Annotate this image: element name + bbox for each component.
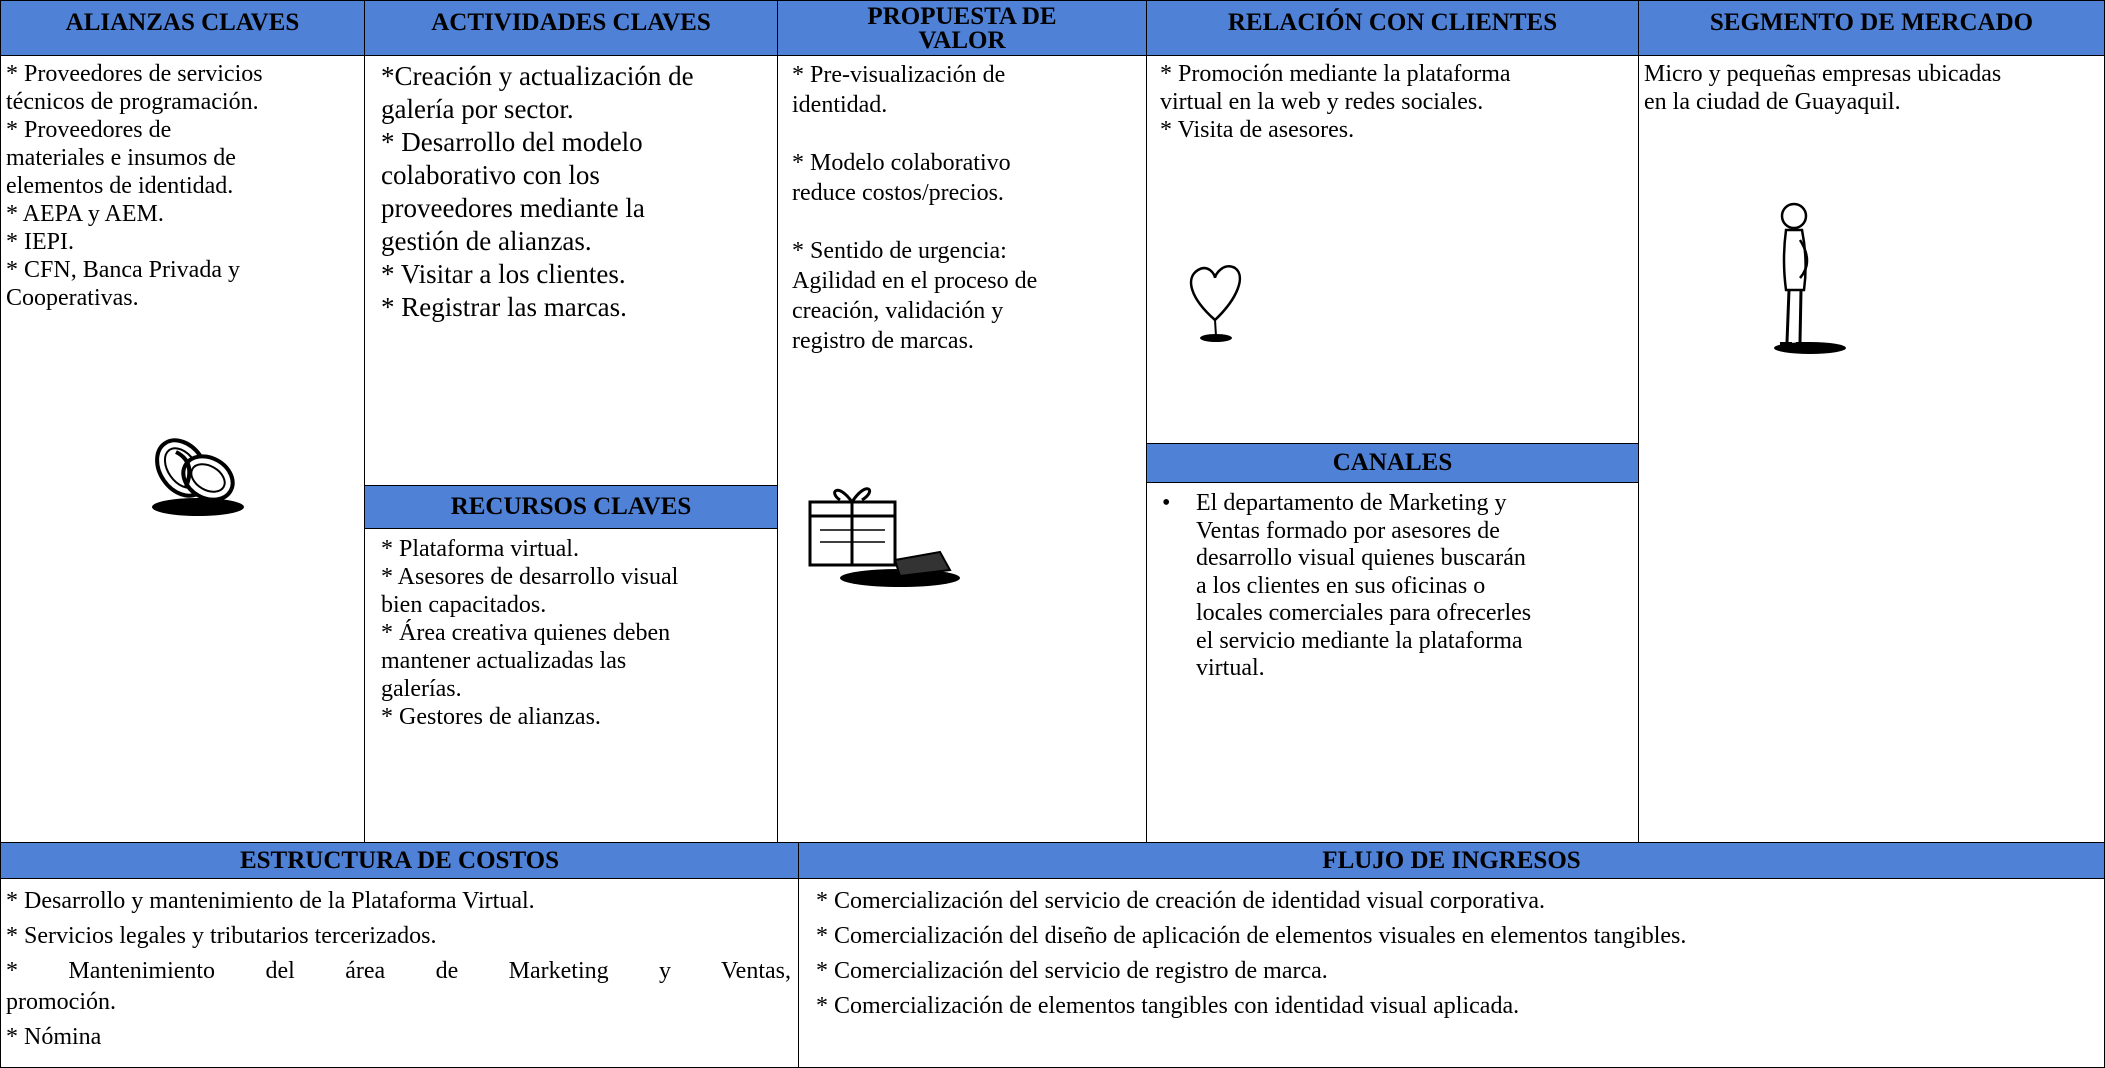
ingresos-line: * Comercialización de elementos tangible… [816,993,1520,1019]
alianzas-line: * AEPA y AEM. [6,201,164,227]
ingresos-text: * Comercialización del servicio de creac… [816,884,2096,1024]
header-propuesta-line1: PROPUESTA DE [867,3,1057,30]
actividades-line: * Registrar las marcas. [381,292,627,322]
alianzas-text: * Proveedores de servicios técnicos de p… [6,60,356,312]
header-propuesta-de-valor: PROPUESTA DE VALOR [777,0,1147,56]
recursos-line: * Asesores de desarrollo visual [381,564,679,590]
relacion-line: virtual en la web y redes sociales. [1160,89,1484,115]
propuesta-line: * Sentido de urgencia: [792,238,1007,264]
header-relacion-con-clientes: RELACIÓN CON CLIENTES [1146,0,1639,56]
alianzas-line: elementos de identidad. [6,173,234,199]
alianzas-line: materiales e insumos de [6,145,236,171]
costos-line: * Nómina [6,1024,102,1050]
actividades-line: *Creación y actualización de [381,61,694,91]
canales-line: el servicio mediante la plataforma [1196,627,1523,654]
propuesta-text: * Pre-visualización de identidad. * Mode… [792,60,1142,356]
relacion-text: * Promoción mediante la plataforma virtu… [1160,60,1630,144]
actividades-line: gestión de alianzas. [381,226,592,256]
ingresos-line: * Comercialización del servicio de creac… [816,888,1546,914]
propuesta-line: * Pre-visualización de [792,62,1006,88]
alianzas-line: * CFN, Banca Privada y [6,257,240,283]
header-estructura-de-costos: ESTRUCTURA DE COSTOS [0,842,799,879]
header-canales: CANALES [1146,443,1639,483]
cell-segmento [1638,55,2105,843]
gift-box-icon [808,487,960,587]
actividades-line: galería por sector. [381,94,574,124]
linked-rings-icon [152,438,244,516]
actividades-line: * Desarrollo del modelo [381,127,643,157]
costos-text: * Desarrollo y mantenimiento de la Plata… [6,884,791,1055]
recursos-line: mantener actualizadas las [381,648,627,674]
header-alianzas-claves: ALIANZAS CLAVES [0,0,365,56]
header-flujo-de-ingresos: FLUJO DE INGRESOS [798,842,2105,879]
relacion-line: * Promoción mediante la plataforma [1160,61,1511,87]
actividades-line: colaborativo con los [381,160,600,190]
canales-line: Ventas formado por asesores de [1196,517,1500,544]
canales-line: El departamento de Marketing y [1196,490,1507,516]
canales-bullet-item: El departamento de Marketing y Ventas fo… [1152,490,1632,683]
actividades-line: * Visitar a los clientes. [381,259,626,289]
canales-line: desarrollo visual quienes buscarán [1196,545,1526,571]
actividades-line: proveedores mediante la [381,193,645,223]
alianzas-line: * IEPI. [6,229,74,255]
segmento-line: en la ciudad de Guayaquil. [1644,89,1901,115]
costos-line: * Mantenimiento del área de Marketing y … [6,958,791,984]
costos-line: * Servicios legales y tributarios tercer… [6,923,437,949]
canales-line: a los clientes en sus oficinas o [1196,572,1486,599]
alianzas-line: * Proveedores de servicios [6,61,263,87]
recursos-line: * Plataforma virtual. [381,536,579,562]
relacion-line: * Visita de asesores. [1160,117,1355,143]
header-actividades-claves: ACTIVIDADES CLAVES [364,0,778,56]
header-segmento-de-mercado: SEGMENTO DE MERCADO [1638,0,2105,56]
segmento-text: Micro y pequeñas empresas ubicadas en la… [1644,60,2099,116]
heart-icon [1189,265,1242,342]
segmento-line: Micro y pequeñas empresas ubicadas [1644,61,2002,87]
propuesta-line: identidad. [792,92,888,118]
alianzas-line: Cooperativas. [6,285,139,311]
header-propuesta-line2: VALOR [918,27,1006,54]
header-recursos-claves: RECURSOS CLAVES [364,485,778,529]
propuesta-line: registro de marcas. [792,328,974,354]
propuesta-line: * Modelo colaborativo [792,150,1011,176]
ingresos-line: * Comercialización del diseño de aplicac… [816,923,1687,949]
propuesta-line: Agilidad en el proceso de [792,268,1038,294]
recursos-line: * Gestores de alianzas. [381,704,601,730]
alianzas-line: * Proveedores de [6,117,172,143]
recursos-text: * Plataforma virtual. * Asesores de desa… [381,535,773,731]
standing-person-icon [1774,202,1846,354]
recursos-line: bien capacitados. [381,592,547,618]
propuesta-line: reduce costos/precios. [792,180,1004,206]
canales-line: locales comerciales para ofrecerles [1196,600,1532,626]
recursos-line: galerías. [381,676,462,702]
canales-list: El departamento de Marketing y Ventas fo… [1152,490,1632,683]
ingresos-line: * Comercialización del servicio de regis… [816,958,1328,984]
alianzas-line: técnicos de programación. [6,89,259,115]
costos-line: promoción. [6,989,116,1015]
costos-line: * Desarrollo y mantenimiento de la Plata… [6,888,535,914]
recursos-line: * Área creativa quienes deben [381,620,671,646]
actividades-text: *Creación y actualización de galería por… [381,60,773,324]
canales-line: virtual. [1196,655,1265,681]
propuesta-line: creación, validación y [792,298,1004,324]
